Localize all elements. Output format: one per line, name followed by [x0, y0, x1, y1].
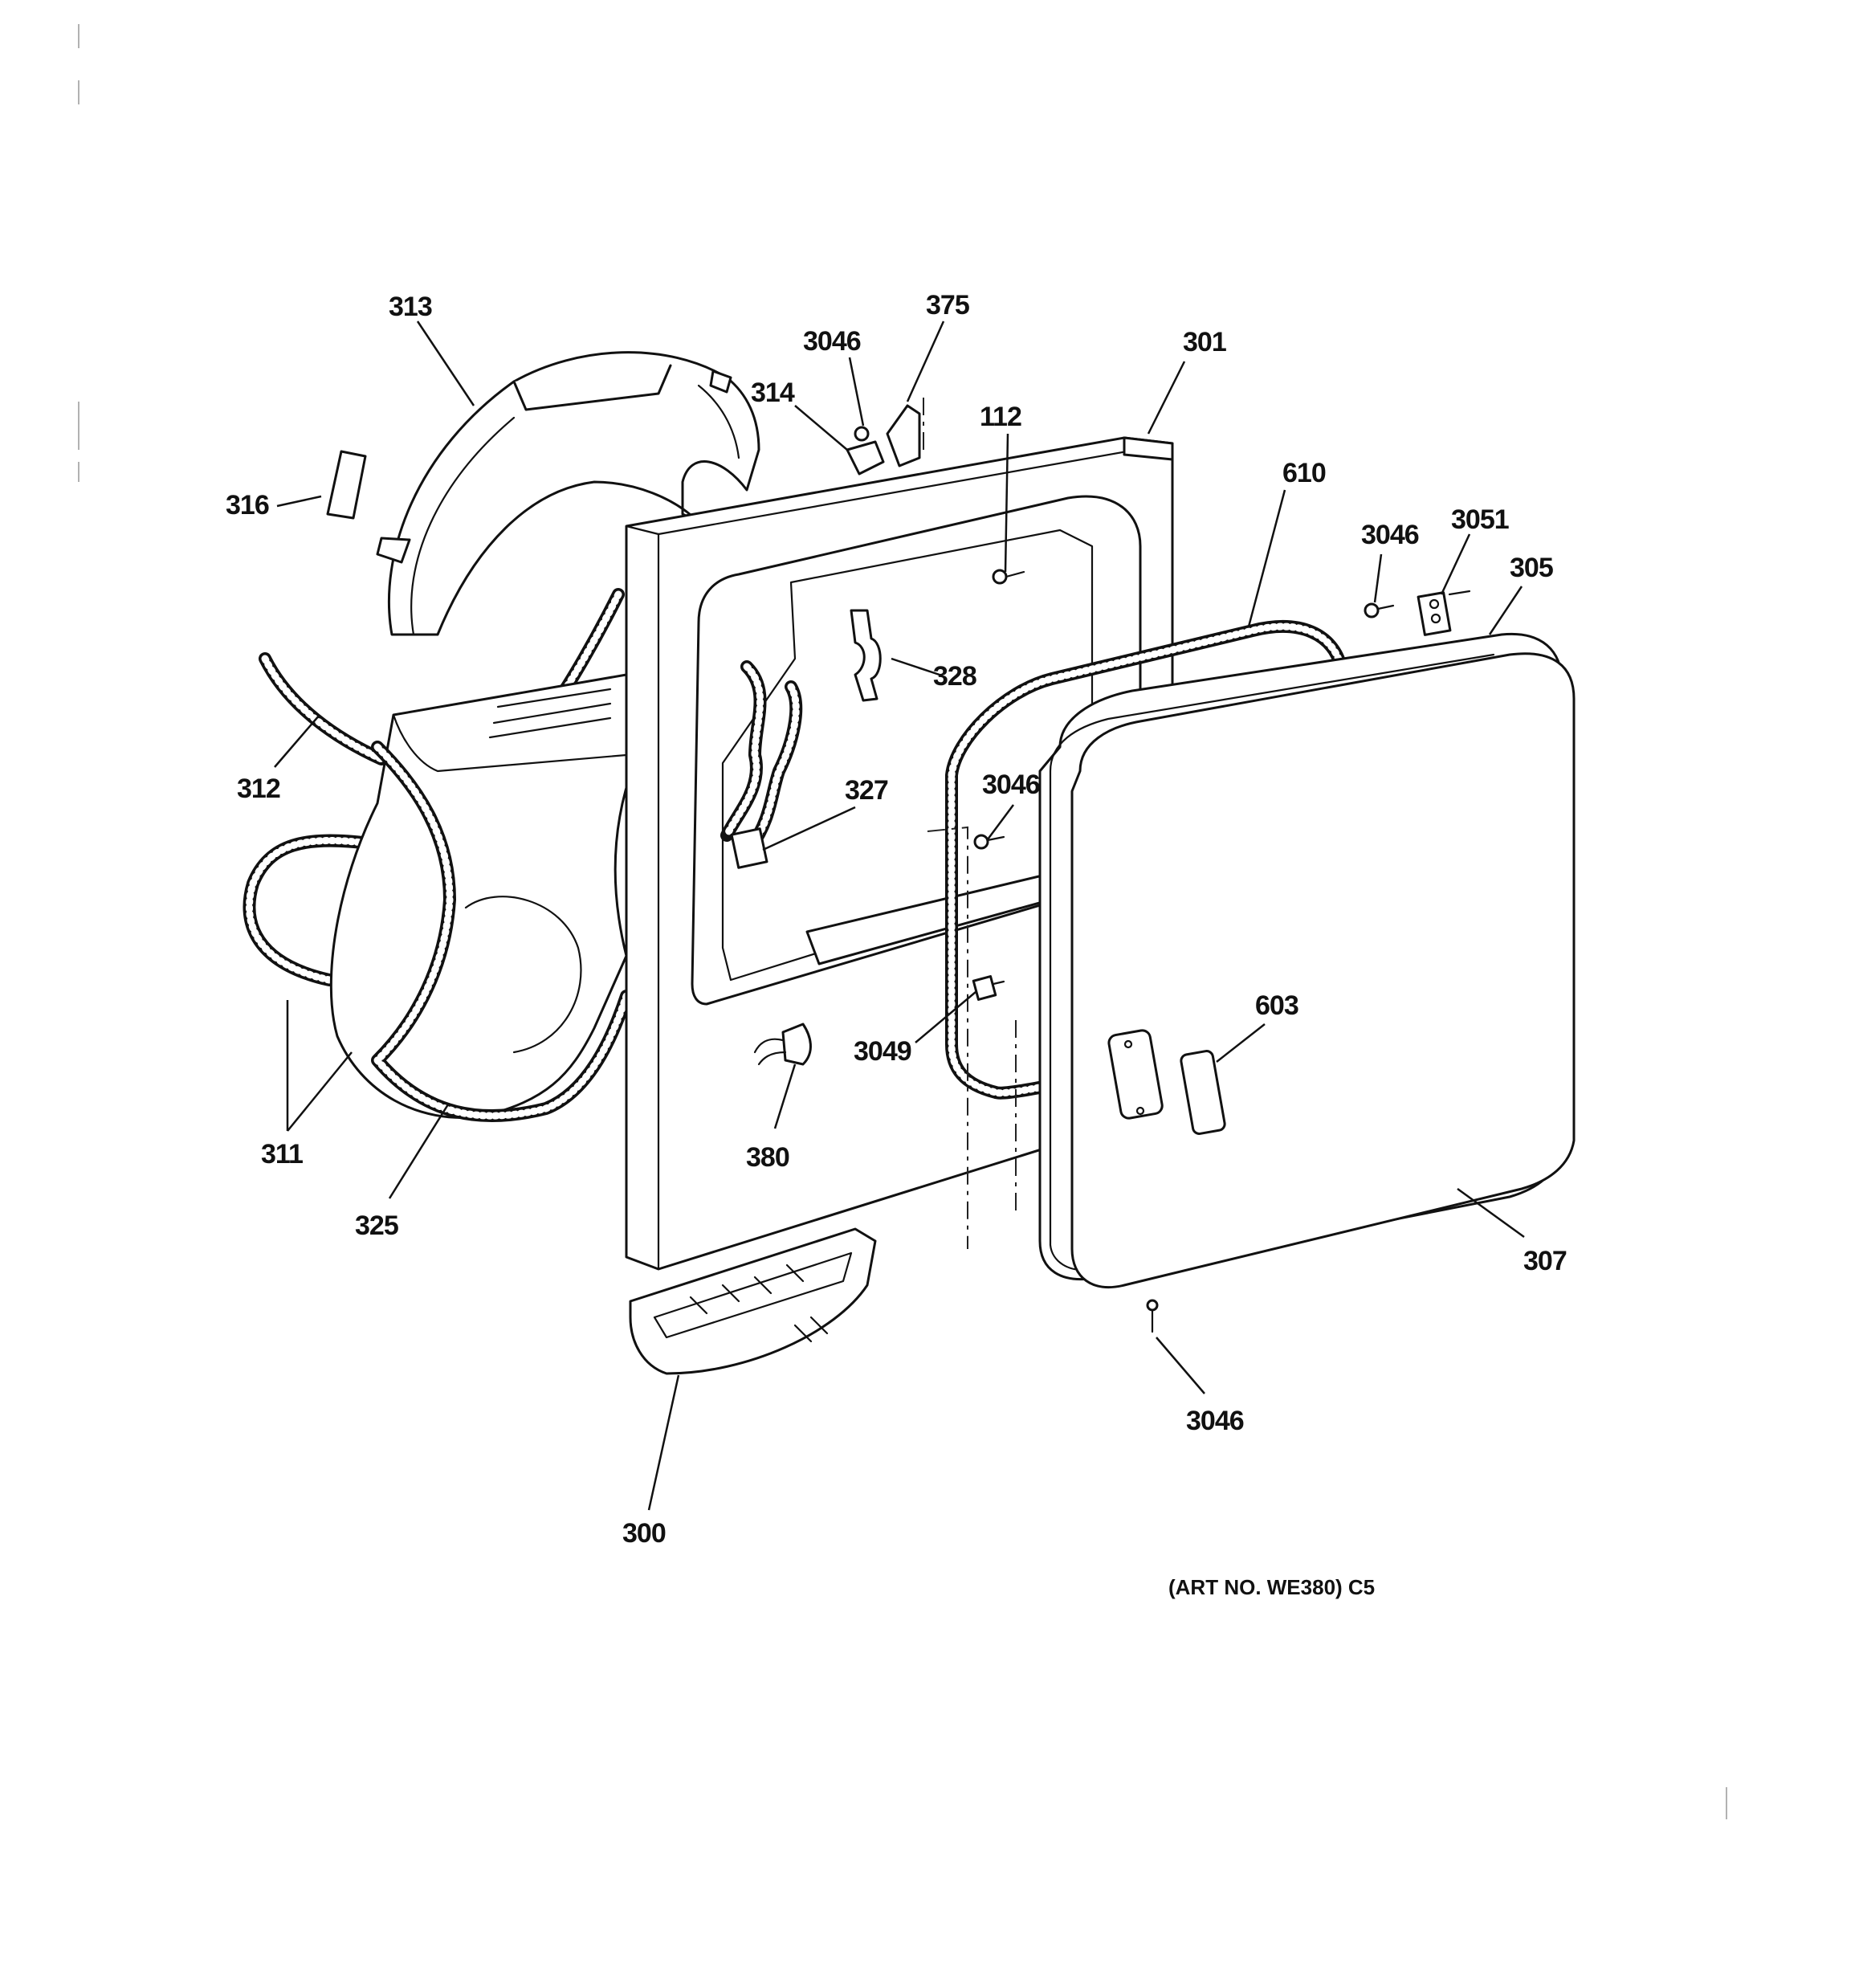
callout-314: 314	[751, 378, 795, 408]
callout-307: 307	[1523, 1246, 1567, 1276]
callout-313: 313	[389, 292, 432, 322]
callout-603: 603	[1255, 990, 1298, 1021]
callout-312: 312	[237, 774, 280, 804]
hinge-centerline	[927, 826, 1017, 1249]
part-325-front-bulkhead	[329, 673, 636, 1123]
callout-3046-door: 3046	[982, 769, 1040, 800]
callout-380: 380	[746, 1142, 789, 1173]
part-327-door-switch	[720, 660, 803, 869]
part-301-front-panel	[625, 436, 1174, 1271]
callout-112: 112	[980, 402, 1021, 432]
part-313-blower-housing	[376, 351, 760, 636]
part-3046-screws	[973, 602, 1395, 1333]
part-375-bracket	[846, 398, 924, 476]
callout-327: 327	[845, 775, 888, 806]
part-300-lint-filter	[629, 1227, 877, 1375]
callout-301: 301	[1183, 327, 1226, 357]
part-328-strike	[850, 609, 882, 702]
part-316-pad	[326, 450, 367, 520]
callout-3046-bottom: 3046	[1186, 1406, 1244, 1436]
callout-316: 316	[226, 490, 269, 520]
callout-610: 610	[1282, 458, 1326, 488]
part-3051-hinge	[1417, 590, 1471, 636]
callout-300: 300	[622, 1518, 666, 1549]
callout-3051: 3051	[1451, 504, 1509, 535]
callout-305: 305	[1510, 553, 1553, 583]
callout-3046-top: 3046	[803, 326, 861, 357]
art-number: (ART NO. WE380) C5	[1168, 1575, 1375, 1599]
callout-3049: 3049	[854, 1036, 911, 1067]
part-3049-latch	[972, 975, 1005, 1001]
scan-marks	[78, 24, 1727, 1819]
callout-328: 328	[933, 661, 976, 692]
part-112-screw	[992, 569, 1025, 585]
part-380-sensor	[753, 1023, 812, 1066]
callout-325: 325	[355, 1210, 398, 1241]
part-307-door	[1038, 632, 1576, 1289]
callout-3046-hinge: 3046	[1361, 520, 1419, 550]
part-311-felt-seal	[243, 834, 376, 986]
callout-375: 375	[926, 290, 969, 320]
callout-labels: 313 375 3046 301 314 112 610 316 3046 30…	[226, 290, 1567, 1549]
callout-311: 311	[261, 1139, 303, 1170]
leader-lines	[274, 320, 1525, 1511]
